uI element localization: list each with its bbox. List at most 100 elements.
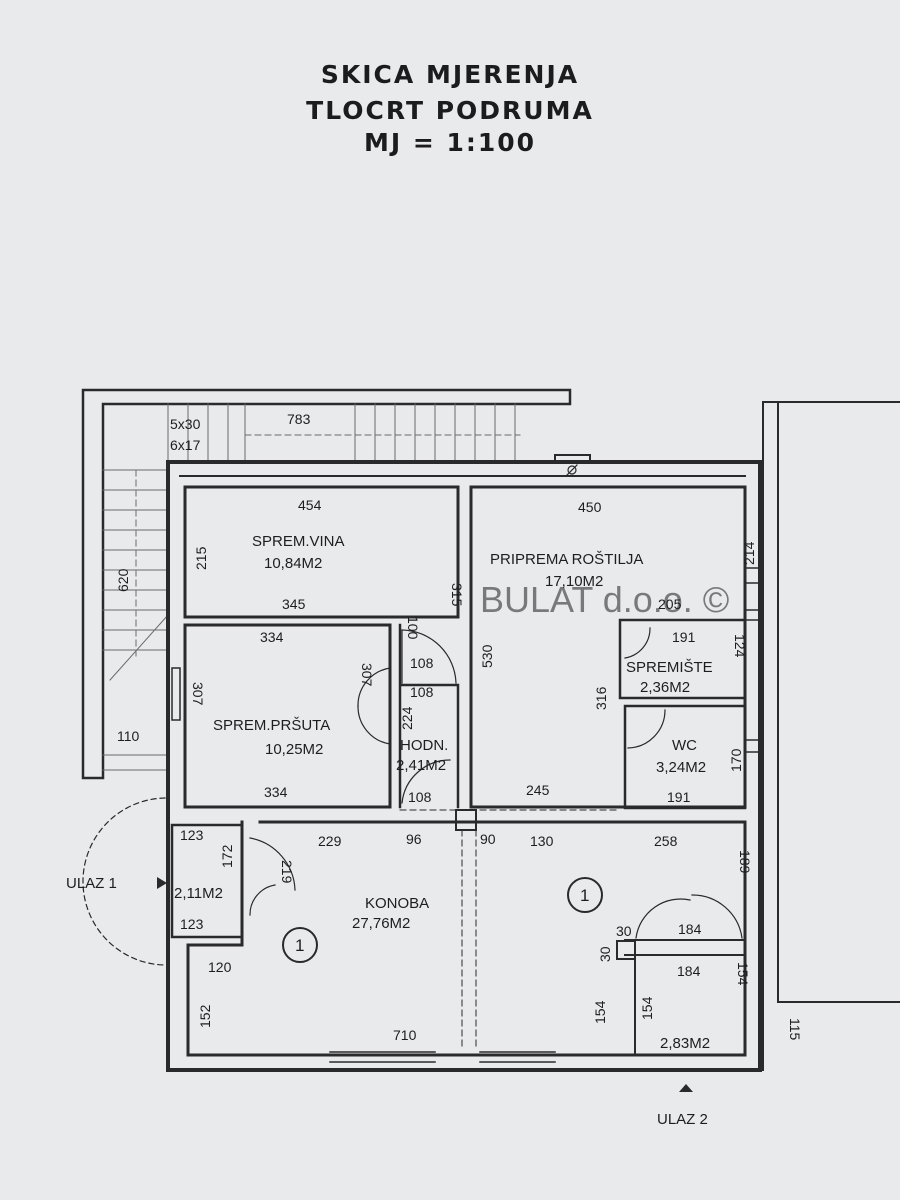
dim-334-bottom: 334: [264, 784, 288, 800]
entrance-1-arrow-icon: [157, 877, 167, 889]
room-area-grill-prep: 17,10M2: [545, 573, 603, 590]
dim-30-b: 30: [597, 946, 613, 962]
dim-123-top: 123: [180, 827, 204, 843]
dim-100: 100: [405, 616, 421, 640]
plan-subtitle: TLOCRT PODRUMA: [306, 96, 594, 125]
dim-170: 170: [728, 748, 744, 772]
room-name-ham-storage: SPREM.PRŠUTA: [213, 717, 330, 734]
dim-154-b: 154: [639, 996, 655, 1020]
watermark-text: BULAT d.o.o. ©: [480, 579, 729, 620]
stair-note-risers: 6x17: [170, 437, 201, 453]
dim-229: 229: [318, 833, 342, 849]
terrace-outline: [81, 388, 572, 780]
chimney-vent: [554, 454, 591, 463]
south-windows: [329, 1051, 556, 1063]
room-name-grill-prep: PRIPREMA ROŠTILJA: [490, 551, 643, 568]
dim-108-c: 108: [408, 789, 432, 805]
dim-191-bottom: 191: [667, 789, 691, 805]
dim-710: 710: [393, 1027, 417, 1043]
room-name-hallway: HODN.: [400, 737, 448, 754]
door-swings: [82, 627, 743, 966]
dim-96: 96: [406, 831, 422, 847]
dim-110: 110: [117, 728, 140, 744]
room-area-entry-vestibule: 2,11M2: [174, 885, 223, 902]
room-name-storage: SPREMIŠTE: [626, 659, 713, 676]
dim-172: 172: [219, 844, 235, 868]
wall-konoba: [186, 820, 747, 1057]
top-stair-treads: [167, 403, 521, 463]
dim-530: 530: [479, 644, 495, 668]
dim-315: 315: [449, 583, 465, 607]
dim-108-a: 108: [410, 655, 434, 671]
neighbor-building: [762, 401, 900, 1071]
entrance-1-label: ULAZ 1: [66, 875, 117, 892]
dim-152: 152: [197, 1004, 213, 1028]
wall-small-room: [624, 939, 746, 1056]
beam-lines: [399, 809, 621, 1051]
dim-783: 783: [287, 411, 311, 427]
stair-note-treads: 5x30: [170, 416, 201, 432]
entrance-2-label: ULAZ 2: [657, 1111, 708, 1128]
dim-620: 620: [115, 568, 131, 592]
east-windows: [744, 567, 761, 753]
dim-215: 215: [193, 546, 209, 570]
dim-307-right: 307: [359, 663, 375, 687]
dim-189: 189: [737, 850, 753, 874]
dim-191-top: 191: [672, 629, 696, 645]
wall-entry-vestibule: [170, 823, 244, 939]
wall-storage-room: [618, 618, 747, 700]
room-area-storage: 2,36M2: [640, 679, 690, 696]
room-area-small-room: 2,83M2: [660, 1035, 710, 1052]
dim-316: 316: [593, 686, 609, 710]
dim-120: 120: [208, 959, 232, 975]
room-name-wc: WC: [672, 737, 697, 754]
wall-wc: [623, 704, 747, 810]
plan-title: SKICA MJERENJA: [320, 60, 580, 89]
dim-214: 214: [741, 541, 757, 565]
dim-454: 454: [298, 497, 322, 513]
dim-123-bottom: 123: [180, 916, 204, 932]
dim-90: 90: [480, 831, 496, 847]
west-window: [171, 667, 181, 721]
dim-154-c: 154: [735, 962, 751, 986]
outer-wall: [166, 460, 762, 1072]
dim-184-a: 184: [678, 921, 702, 937]
dim-224: 224: [399, 706, 415, 730]
dim-154-a: 154: [592, 1000, 608, 1024]
dim-108-b: 108: [410, 684, 434, 700]
dim-184-b: 184: [677, 963, 701, 979]
column: [616, 940, 636, 960]
center-column: [455, 809, 477, 831]
dim-124: 124: [732, 634, 748, 658]
room-area-hallway: 2,41M2: [396, 757, 446, 774]
wall-wine-storage: [183, 485, 460, 619]
dim-30-a: 30: [616, 923, 632, 939]
room-area-ham-storage: 10,25M2: [265, 741, 323, 758]
dim-219: 219: [279, 860, 295, 884]
room-area-wine-storage: 10,84M2: [264, 555, 322, 572]
vent-slash: [566, 464, 578, 476]
left-stair-treads: [102, 469, 169, 771]
dim-130: 130: [530, 833, 554, 849]
room-area-wc: 3,24M2: [656, 759, 706, 776]
dim-245: 245: [526, 782, 550, 798]
vent-icon: [567, 465, 577, 475]
section-marker-right-label: 1: [580, 886, 589, 905]
dim-334-top: 334: [260, 629, 284, 645]
room-name-konoba: KONOBA: [365, 895, 429, 912]
dim-258: 258: [654, 833, 678, 849]
dim-307-left: 307: [190, 682, 206, 706]
entrance-arrows: [157, 877, 693, 1092]
dim-115: 115: [787, 1018, 803, 1041]
wall-hallway: [398, 623, 460, 809]
entrance-2-arrow-icon: [679, 1084, 693, 1092]
plan-scale: MJ = 1:100: [363, 128, 537, 157]
section-marker-left-label: 1: [295, 936, 304, 955]
dim-450: 450: [578, 499, 602, 515]
wall-ham-storage: [183, 623, 392, 809]
dim-345: 345: [282, 596, 306, 612]
dim-205: 205: [658, 596, 682, 612]
section-marker-right: [567, 877, 603, 913]
